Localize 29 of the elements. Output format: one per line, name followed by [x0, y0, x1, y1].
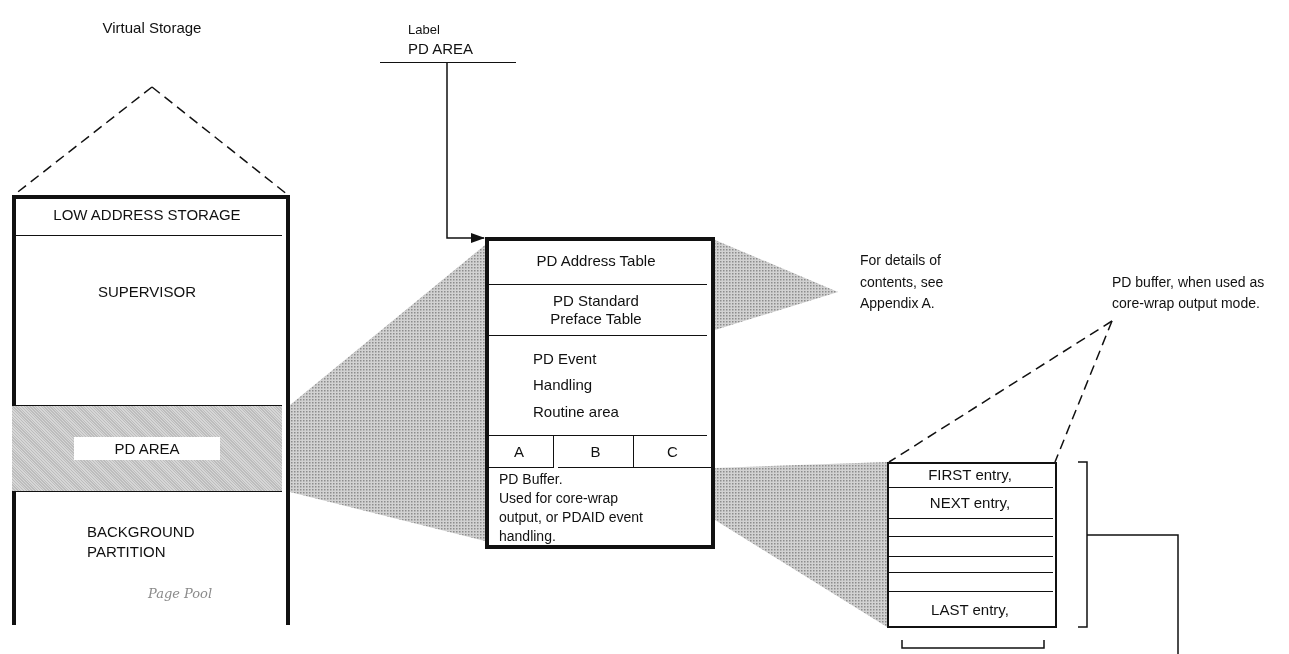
node-text: LAST entry, — [931, 600, 1009, 620]
dashed-line — [1054, 320, 1113, 463]
node-text: SUPERVISOR — [97, 282, 197, 302]
node-text: PD Standard Preface Table — [549, 292, 643, 328]
handwritten-note: Page Pool — [148, 585, 213, 603]
storage-column — [12, 195, 290, 625]
node-text: LOW ADDRESS STORAGE — [53, 205, 241, 225]
node-text: PD Buffer. — [499, 470, 563, 489]
node-text: FIRST entry, — [928, 464, 1012, 485]
node-text: Used for core-wrap output, or PDAID event handling. — [499, 488, 644, 546]
node-text: BACKGROUND PARTITION — [87, 522, 196, 561]
node-text: PD buffer, when used as core-wrap output mode. — [1112, 273, 1266, 313]
area-name: PD AREA — [408, 38, 474, 58]
node-text: NEXT entry, — [929, 493, 1011, 513]
dashed-line — [888, 320, 1113, 463]
arrow — [446, 62, 485, 243]
node-text: PD Event Handling Routine area — [533, 349, 620, 422]
node-text: PD AREA — [74, 436, 220, 461]
node-text: B — [590, 441, 601, 462]
node-text: C — [667, 441, 678, 462]
node-text: A — [514, 441, 524, 462]
buffer-box — [887, 462, 1057, 628]
node-text: Virtual Storage — [102, 18, 202, 38]
caption-text: Label — [408, 21, 440, 39]
shaded-band — [12, 405, 282, 492]
note-text: For details of contents, see Appendix A. — [860, 251, 945, 314]
pd-area-box — [485, 237, 715, 549]
node-text: PD Address Table — [536, 250, 656, 271]
table-cell — [558, 436, 634, 468]
